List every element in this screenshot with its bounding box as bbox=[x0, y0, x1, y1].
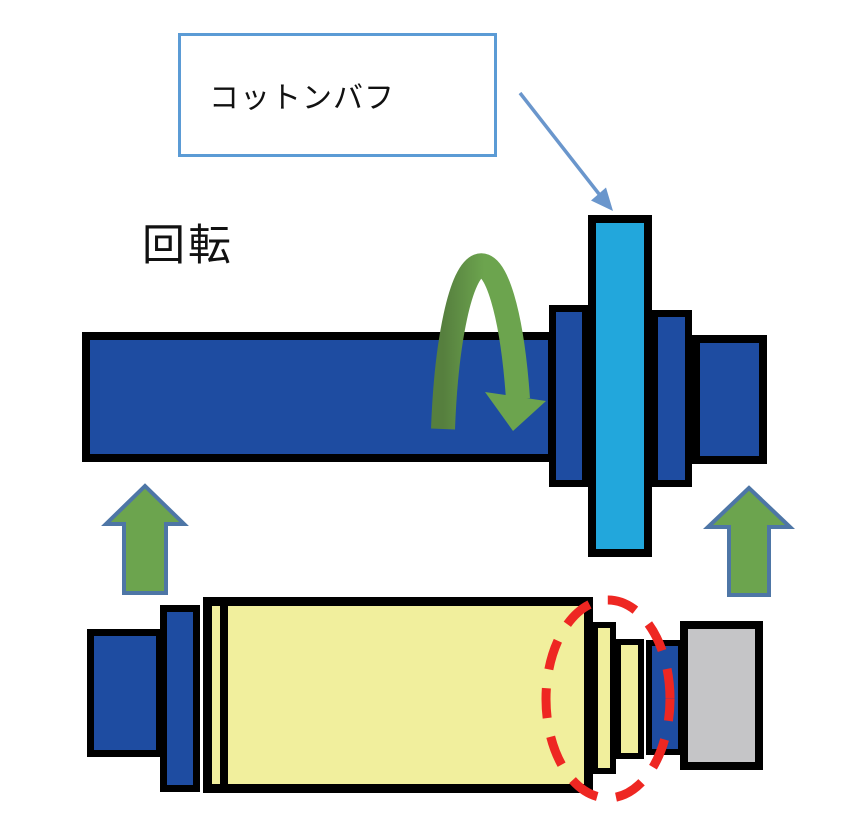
lift-arrow-right-icon bbox=[702, 485, 796, 597]
lower-yellow-cylinder bbox=[203, 597, 593, 793]
upper-shaft bbox=[82, 332, 556, 462]
lower-left-stub bbox=[87, 629, 163, 757]
cylinder-end-divider bbox=[220, 601, 228, 789]
upper-left-flange bbox=[549, 305, 589, 487]
cotton-buff-wheel bbox=[588, 215, 652, 557]
lower-step-small bbox=[615, 639, 644, 759]
lower-blue-segment bbox=[646, 640, 684, 755]
lift-arrow-left-icon bbox=[101, 483, 189, 595]
pointer-arrow-icon bbox=[518, 91, 613, 211]
lower-step-large bbox=[592, 622, 616, 774]
upper-shaft-right-segment bbox=[692, 335, 767, 464]
rotation-label: 回転 bbox=[142, 223, 234, 270]
upper-right-flange bbox=[651, 310, 692, 487]
buff-label-callout: コットンバフ bbox=[178, 33, 497, 157]
lower-left-flange bbox=[160, 605, 200, 792]
lower-gray-block bbox=[680, 621, 763, 770]
buff-label-text: コットンバフ bbox=[209, 82, 395, 115]
